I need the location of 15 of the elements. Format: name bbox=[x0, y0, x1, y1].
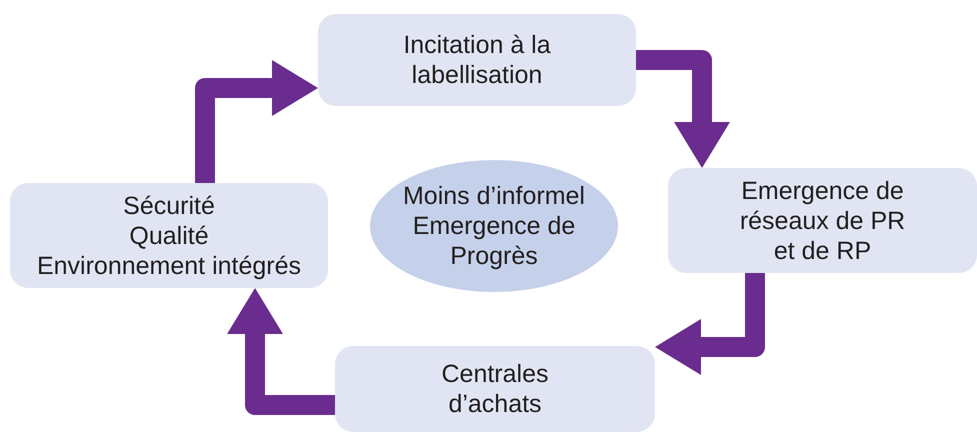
rounded-box bbox=[318, 14, 636, 106]
rounded-box bbox=[335, 346, 655, 432]
node-label: Qualité bbox=[129, 220, 209, 250]
rounded-box bbox=[668, 168, 977, 273]
node-label: Environnement intégrés bbox=[36, 250, 302, 280]
node-label: Centrales d’achats bbox=[440, 359, 550, 419]
bent-arrow bbox=[227, 288, 335, 415]
node-label: Incitation à la labellisation bbox=[402, 30, 552, 90]
rounded-box bbox=[10, 183, 328, 288]
node-label: Moins d’informel Emergence de Progrès bbox=[402, 181, 586, 271]
bent-arrow bbox=[195, 60, 318, 183]
node-label: Emergence de réseaux de PR et de RP bbox=[738, 176, 906, 266]
ellipse-node bbox=[370, 160, 618, 292]
bent-arrow bbox=[655, 273, 765, 375]
node-label: Sécurité bbox=[123, 190, 215, 220]
